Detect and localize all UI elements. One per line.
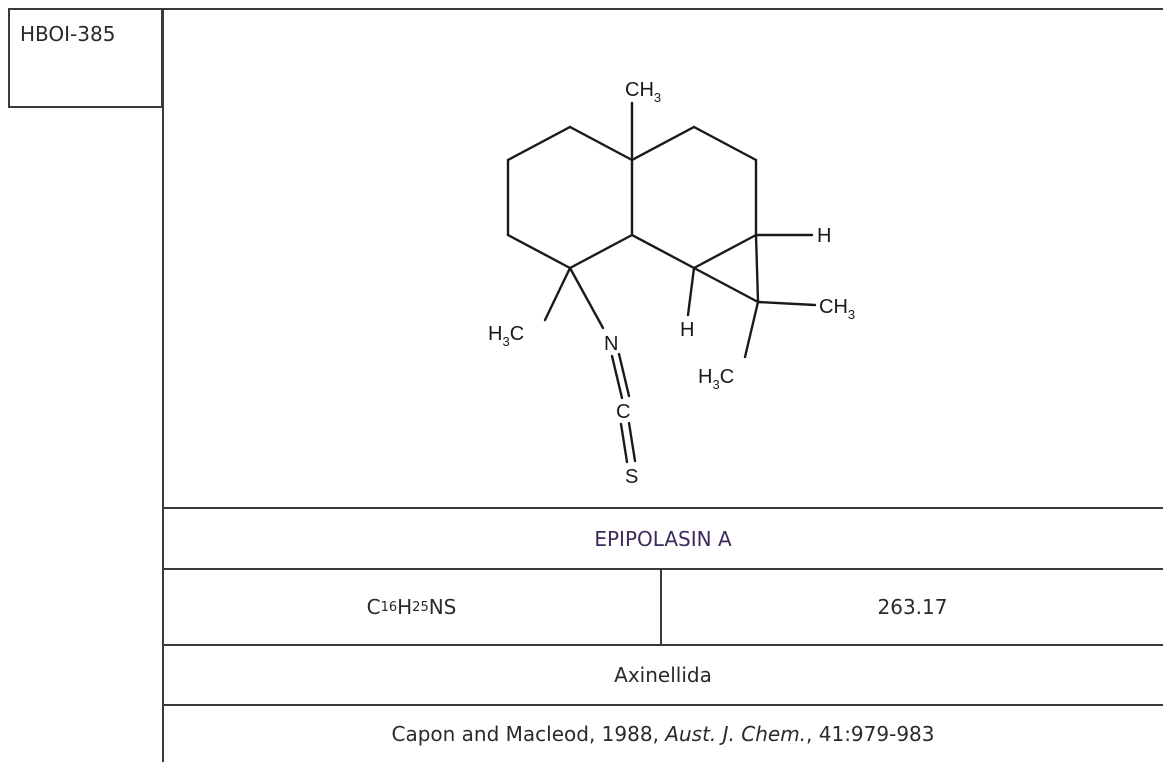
bond [692,233,758,270]
row-divider-reference-top [163,704,1163,706]
literature-reference: Capon and Macleod, 1988, Aust. J. Chem.,… [163,706,1163,762]
row-divider-formula-top [163,568,1163,570]
bond [610,354,624,400]
formula-carbon: C [366,595,381,619]
sample-id: HBOI-385 [20,22,116,46]
bond [543,266,572,322]
bond [506,233,572,270]
compound-name: EPIPOLASIN A [594,526,732,551]
bond [630,125,696,162]
bond [617,352,631,398]
left-border [162,8,164,762]
row-divider-order-top [163,644,1163,646]
taxonomic-order: Axinellida [614,663,712,687]
bond [568,233,634,270]
reference-authors-year: Capon and Macleod, 1988, [391,722,666,746]
atom-label-lower-methyl: H3C [698,366,734,392]
bond [627,421,637,463]
formula-carbon-count: 16 [380,599,398,615]
atom-label-nitrogen: N [604,333,618,355]
bond [756,300,817,307]
atom-label-carbon: C [616,401,630,423]
bond [568,125,634,162]
atom-label-left-methyl: H3C [488,323,524,349]
column-divider-formula [660,569,662,645]
reference-journal: Aust. J. Chem. [665,722,807,746]
molecular-weight: 263.17 [877,595,948,619]
atom-label-sulfur: S [625,466,638,488]
bond [692,266,760,304]
bond [754,233,760,304]
formula-rest: NS [428,595,457,619]
bond [630,233,696,270]
atom-label-right-methyl: CH3 [819,296,855,322]
reference-pages: , 41:979-983 [806,722,935,746]
top-border [163,8,1163,10]
bond [743,300,760,359]
atom-label-right-h: H [817,225,831,247]
atom-label-lower-h: H [680,319,694,341]
bond [506,125,572,162]
row-divider-name-top [163,507,1163,509]
bond [619,422,629,464]
atom-label-top-methyl: CH3 [625,79,661,105]
bond [568,266,605,330]
formula-hydrogen-count: 25 [412,599,429,615]
formula-hydrogen: H [397,595,413,619]
bond [692,125,758,162]
bond [686,266,696,317]
